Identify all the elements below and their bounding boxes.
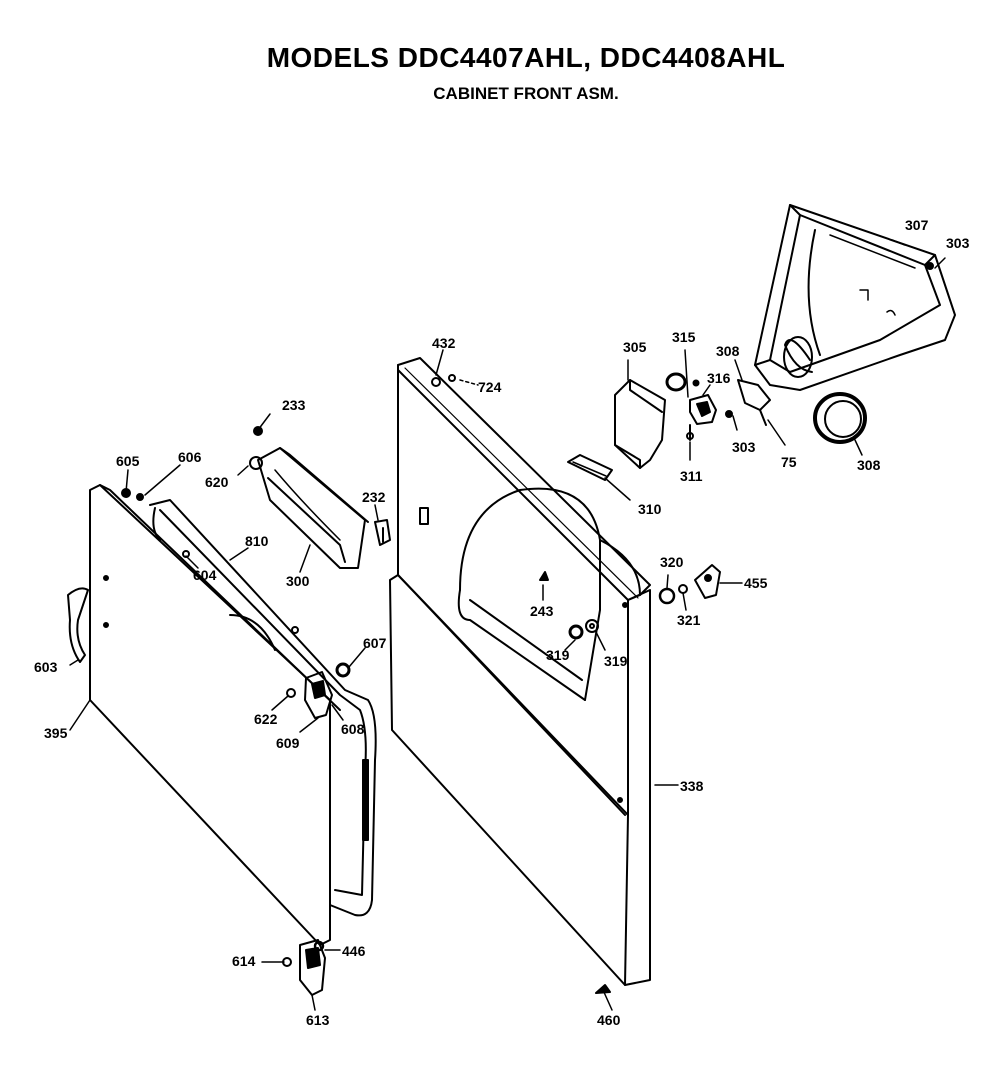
- callout-455: 455: [744, 575, 768, 591]
- callout-300: 300: [286, 573, 310, 589]
- callout-310: 310: [638, 501, 662, 517]
- door-strip: [567, 454, 613, 481]
- callout-307: 307: [905, 217, 929, 233]
- callout-607: 607: [363, 635, 387, 651]
- callout-315: 315: [672, 329, 696, 345]
- callout-432: 432: [432, 335, 456, 351]
- callout-308: 308: [857, 457, 881, 473]
- callout-338: 338: [680, 778, 704, 794]
- callout-319: 319: [604, 653, 628, 669]
- callout-620: 620: [205, 474, 229, 490]
- callout-446: 446: [342, 943, 366, 959]
- leader-lines: [69, 239, 946, 1011]
- callout-243: 243: [530, 603, 554, 619]
- callout-320: 320: [660, 554, 684, 570]
- callout-609: 609: [276, 735, 300, 751]
- callout-labels: 307 303 432 724 305 315 316 308 303 311 …: [34, 217, 970, 1028]
- callout-810: 810: [245, 533, 269, 549]
- diagram-title: MODELS DDC4407AHL, DDC4408AHL: [266, 42, 786, 73]
- callout-233: 233: [282, 397, 306, 413]
- callout-303: 303: [732, 439, 756, 455]
- callout-319: 319: [546, 647, 570, 663]
- callout-724: 724: [478, 379, 502, 395]
- door-panel: [89, 484, 377, 946]
- callout-608: 608: [341, 721, 365, 737]
- callout-316: 316: [707, 370, 731, 386]
- callout-603: 603: [34, 659, 58, 675]
- diagram-subtitle: CABINET FRONT ASM.: [433, 84, 619, 103]
- callout-604: 604: [193, 567, 217, 583]
- callout-395: 395: [44, 725, 68, 741]
- callout-308: 308: [716, 343, 740, 359]
- switch-bracket: [614, 379, 666, 469]
- front-bulkhead-frame: [754, 204, 956, 391]
- door-latch-parts: [121, 488, 351, 719]
- door-hinge: [282, 939, 326, 996]
- callout-460: 460: [597, 1012, 621, 1028]
- callout-311: 311: [680, 468, 703, 484]
- callout-605: 605: [116, 453, 140, 469]
- cabinet-front-panel: [389, 357, 651, 986]
- callout-305: 305: [623, 339, 647, 355]
- door-handle: [67, 587, 89, 663]
- callout-75: 75: [781, 454, 797, 470]
- center-fasteners: [568, 564, 721, 994]
- switch-parts-group: [665, 372, 771, 441]
- duct-ring: [813, 392, 867, 444]
- callout-614: 614: [232, 953, 256, 969]
- callout-232: 232: [362, 489, 386, 505]
- callout-613: 613: [306, 1012, 330, 1028]
- callout-303: 303: [946, 235, 970, 251]
- lint-trap-housing: [249, 426, 369, 569]
- callout-622: 622: [254, 711, 278, 727]
- callout-606: 606: [178, 449, 202, 465]
- callout-321: 321: [677, 612, 701, 628]
- lint-clip: [374, 519, 391, 546]
